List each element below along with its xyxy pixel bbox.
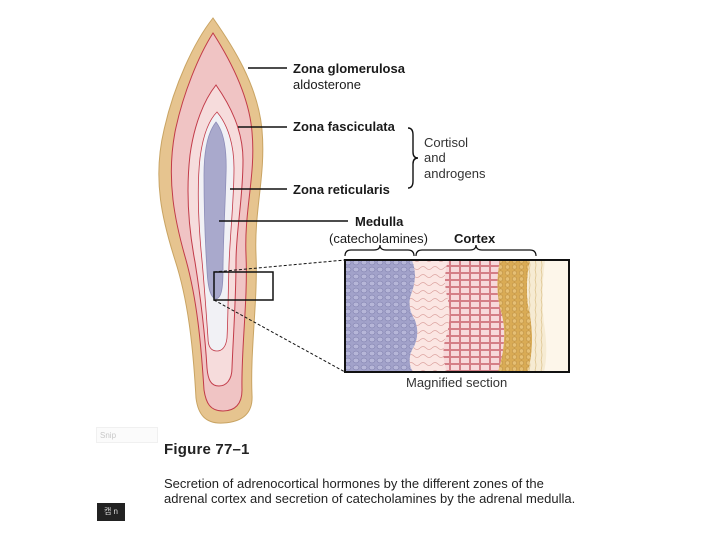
- brace-cortex: [416, 245, 536, 256]
- magnified-section: [345, 260, 569, 372]
- corner-badge[interactable]: 캡 n: [97, 503, 125, 521]
- brace-cortisol: [408, 128, 418, 188]
- figure-caption: Secretion of adrenocortical hormones by …: [164, 476, 584, 506]
- figure-label: Figure 77–1: [164, 441, 250, 458]
- label-aldosterone: aldosterone: [293, 77, 361, 92]
- label-medulla: Medulla: [355, 214, 404, 229]
- label-zona-fasciculata: Zona fasciculata: [293, 119, 396, 134]
- label-cortex: Cortex: [454, 231, 496, 246]
- magnified-fasciculata-layer: [443, 260, 504, 372]
- magnified-medulla-layer: [345, 260, 417, 372]
- label-magnified-section: Magnified section: [406, 375, 507, 390]
- label-catecholamines: (catecholamines): [329, 231, 428, 246]
- snip-tool-label[interactable]: Snip: [96, 427, 158, 443]
- label-zona-glomerulosa: Zona glomerulosa: [293, 61, 406, 76]
- label-cortisol: Cortisol: [424, 135, 468, 150]
- brace-medulla: [345, 245, 414, 256]
- label-and: and: [424, 150, 446, 165]
- label-zona-reticularis: Zona reticularis: [293, 182, 390, 197]
- label-androgens: androgens: [424, 166, 486, 181]
- magnified-glomerulosa-layer: [497, 260, 532, 372]
